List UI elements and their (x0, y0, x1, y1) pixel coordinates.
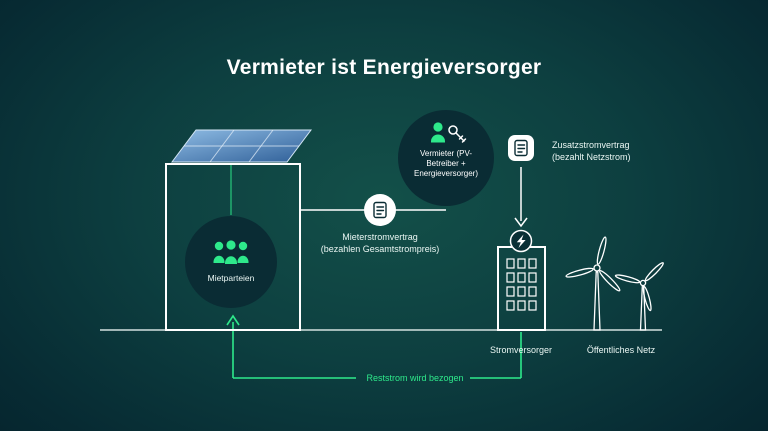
provider-label: Stromversorger (489, 345, 552, 355)
turbine-rotor (614, 262, 664, 312)
contract-icon (514, 139, 528, 157)
lightning-icon (516, 234, 526, 248)
provider-building (497, 229, 546, 331)
building-windows (506, 258, 537, 311)
residual-power-flow-line (226, 314, 522, 379)
solar-panel-icon (171, 129, 312, 163)
people-icon (213, 240, 249, 264)
up-arrowhead-icon (226, 314, 240, 326)
grid-supply-arrow (514, 167, 528, 228)
tenant-building (165, 163, 301, 331)
page-title: Vermieter ist Energieversorger (226, 56, 542, 79)
public-grid-label: Öffentliches Netz (586, 345, 656, 355)
wind-turbines-icon (565, 236, 664, 331)
key-icon (448, 125, 467, 143)
residual-flow-label: Reststrom wird bezogen (366, 373, 464, 383)
person-icon (431, 122, 445, 143)
landlord-label: Vermieter (PV- Betreiber + Energieversor… (413, 149, 479, 178)
turbine-rotor (565, 236, 621, 292)
tenant-contract-label: Mieterstromvertrag (bezahlen Gesamtstrom… (320, 232, 440, 254)
tenants-node (185, 216, 277, 308)
contract-icon (373, 201, 387, 219)
tenants-label: Mietparteien (207, 273, 255, 283)
tenant-contract-badge (364, 194, 396, 226)
grid-contract-label: Zusatzstromvertrag (bezahlt Netzstrom) (552, 140, 631, 162)
down-arrowhead-icon (514, 217, 528, 228)
grid-contract-badge (508, 135, 534, 161)
landlord-node (398, 110, 494, 206)
turbine-tower (593, 271, 601, 331)
